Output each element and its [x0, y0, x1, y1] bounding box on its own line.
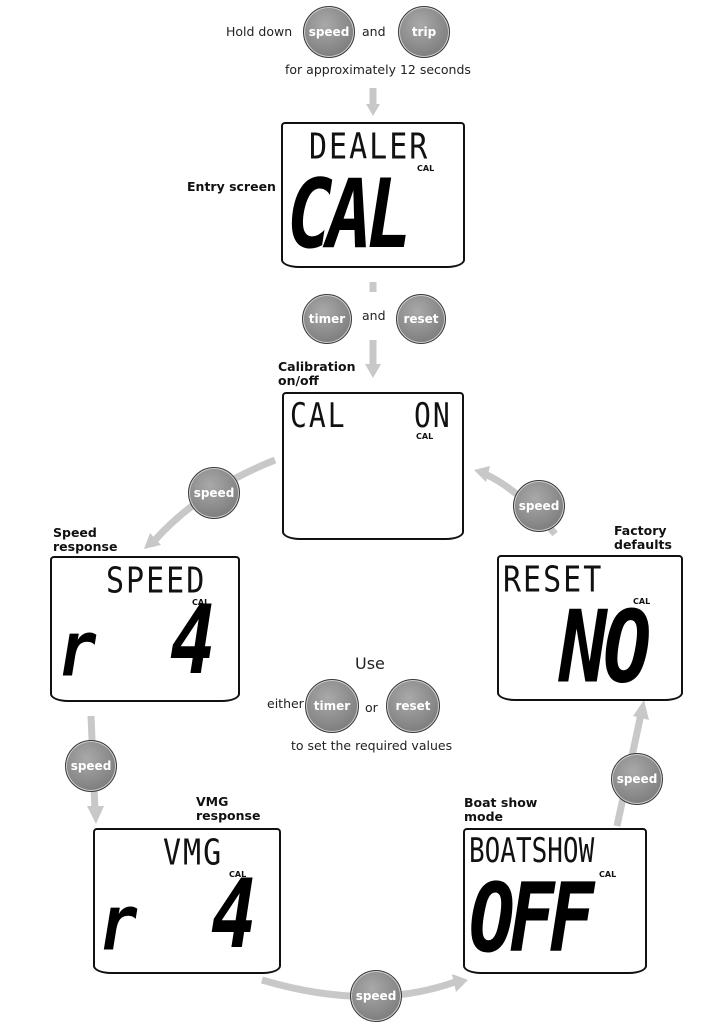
off-text: OFF — [469, 862, 594, 974]
timer-button-use[interactable]: timer — [305, 679, 359, 733]
entry-screen-label: Entry screen — [187, 179, 276, 194]
cal-indicator: CAL — [417, 164, 435, 173]
speed-button[interactable]: speed — [303, 6, 355, 58]
big-cal-text: CAL — [287, 158, 412, 268]
reset-screen: RESET CAL NO — [497, 555, 683, 701]
speed-button-to-speed[interactable]: speed — [188, 467, 240, 519]
reset-button[interactable]: reset — [396, 294, 446, 344]
factory-defaults-label: Factory defaults — [614, 523, 672, 552]
cal-indicator: CAL — [416, 432, 434, 441]
no-text: NO — [559, 589, 651, 701]
cal-indicator: CAL — [192, 598, 210, 607]
speed-button-to-reset[interactable]: speed — [611, 753, 663, 805]
dealer-cal-screen: DEALER CAL CAL — [281, 122, 465, 268]
speed-button-to-calonoff[interactable]: speed — [513, 480, 565, 532]
reset-button-use[interactable]: reset — [386, 679, 440, 733]
speed-response-label: Speed response — [53, 525, 118, 554]
and-text: and — [362, 24, 386, 39]
calibration-label: Calibration on/off — [278, 359, 356, 388]
vmg-response-label: VMG response — [196, 794, 261, 823]
cal-indicator: CAL — [633, 597, 651, 606]
cal-left-text: CAL — [290, 396, 347, 436]
boat-show-label: Boat show mode — [464, 795, 538, 824]
speed-text: SPEED — [106, 560, 207, 602]
speed-button-to-boatshow[interactable]: speed — [350, 970, 402, 1022]
or-text: or — [365, 700, 378, 715]
timer-button[interactable]: timer — [302, 294, 352, 344]
and-text-mid: and — [362, 308, 386, 323]
either-text: either — [267, 696, 304, 711]
hold-down-text: Hold down — [226, 24, 293, 39]
r-text: r — [99, 880, 138, 969]
cal-onoff-screen: CAL ON CAL — [282, 392, 464, 540]
trip-button[interactable]: trip — [398, 6, 450, 58]
vmg-text: VMG — [163, 832, 224, 874]
vmg-response-screen: VMG CAL r 4 — [93, 828, 281, 974]
cal-indicator: CAL — [599, 870, 617, 879]
speed-response-screen: SPEED CAL r 4 — [50, 556, 240, 702]
reset-text: RESET — [503, 559, 604, 601]
four-text: 4 — [170, 584, 216, 696]
on-text: ON — [414, 396, 452, 436]
dealer-text: DEALER — [309, 126, 430, 168]
approx-text: for approximately 12 seconds — [285, 62, 471, 77]
set-values-text: to set the required values — [291, 738, 453, 753]
cal-indicator: CAL — [229, 870, 247, 879]
speed-button-to-vmg[interactable]: speed — [65, 740, 117, 792]
boatshow-text: BOATSHOW — [469, 832, 595, 871]
boatshow-screen: BOATSHOW CAL OFF — [463, 828, 647, 974]
four-text: 4 — [211, 858, 257, 970]
r-text: r — [58, 606, 97, 695]
use-text: Use — [355, 654, 385, 673]
